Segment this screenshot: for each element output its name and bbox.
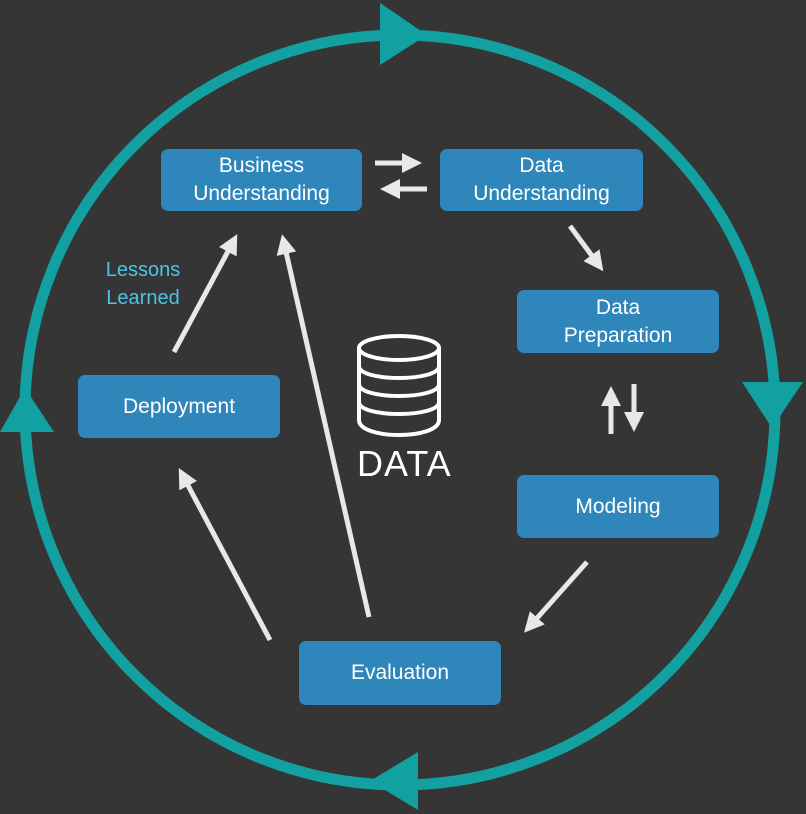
- node-data-understanding-line2: Understanding: [473, 182, 610, 205]
- cycle-arrow-bottom-icon: [370, 752, 418, 810]
- arrow-data-understanding-to-preparation: [567, 224, 604, 272]
- node-data-understanding: Data Understanding: [440, 149, 643, 211]
- node-data-preparation-line1: Data: [595, 295, 641, 319]
- node-evaluation: Evaluation: [299, 641, 501, 705]
- lessons-learned-note: Lessons Learned: [88, 256, 198, 312]
- arrow-evaluation-to-deployment: [178, 468, 273, 642]
- node-modeling: Modeling: [517, 475, 719, 538]
- database-icon: [357, 334, 441, 437]
- arrow-evaluation-to-business: [276, 234, 372, 618]
- node-data-preparation: Data Preparation: [517, 290, 719, 353]
- node-business-understanding-line1: Business: [218, 154, 305, 177]
- data-center-label: DATA: [357, 443, 452, 484]
- arrow-deployment-to-business: [171, 234, 238, 354]
- arrow-modeling-to-evaluation: [524, 560, 589, 633]
- cycle-arrow-top-icon: [380, 3, 427, 65]
- node-business-understanding: Business Understanding: [161, 149, 362, 211]
- node-deployment: Deployment: [78, 375, 280, 438]
- node-deployment-label: Deployment: [122, 394, 236, 418]
- node-evaluation-label: Evaluation: [350, 661, 450, 684]
- lessons-learned-line1: Lessons: [105, 259, 181, 281]
- node-data-understanding-line1: Data: [519, 154, 564, 177]
- cycle-arrow-left-icon: [0, 388, 54, 432]
- node-data-preparation-line2: Preparation: [563, 323, 673, 347]
- cycle-arrow-right-icon: [742, 382, 803, 428]
- node-business-understanding-line2: Understanding: [193, 182, 330, 205]
- node-modeling-label: Modeling: [575, 494, 661, 518]
- lessons-learned-line2: Learned: [106, 287, 180, 309]
